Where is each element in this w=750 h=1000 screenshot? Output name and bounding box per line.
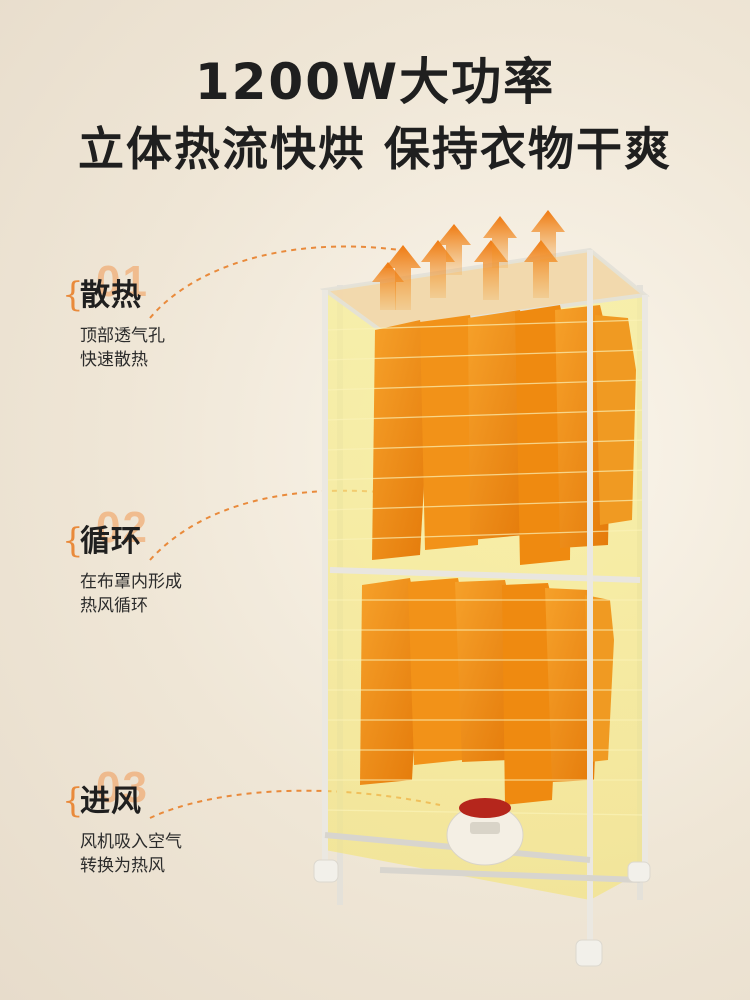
foot-right-back <box>627 861 651 883</box>
headline-tagline: 立体热流快烘 保持衣物干爽 <box>77 122 672 176</box>
feature-description: 风机吸入空气 转换为热风 <box>80 830 260 878</box>
upper-garments <box>372 305 636 565</box>
feature-title: 进风 <box>80 784 142 819</box>
feature-description: 在布罩内形成 热风循环 <box>80 570 260 618</box>
heater-unit <box>446 798 524 866</box>
feature-number: 01 <box>96 257 149 306</box>
brace-decoration: { <box>62 521 84 561</box>
feature-desc-line: 顶部透气孔 <box>80 326 165 346</box>
feature-desc-line: 转换为热风 <box>80 856 165 876</box>
feature-description: 顶部透气孔 快速散热 <box>80 324 260 372</box>
headline-power: 1200W大功率 <box>194 53 556 111</box>
callout-line-1 <box>149 245 401 319</box>
feature-number: 03 <box>96 763 149 812</box>
feature-number: 02 <box>96 503 149 552</box>
feature-desc-line: 快速散热 <box>80 350 148 370</box>
feature-title: 散热 <box>80 278 142 313</box>
feature-title: 循环 <box>80 524 142 559</box>
brace-decoration: { <box>62 275 84 315</box>
brace-decoration: { <box>62 781 84 821</box>
foot-left <box>313 859 339 883</box>
feature-desc-line: 热风循环 <box>80 596 148 616</box>
foot-right-front <box>575 939 603 967</box>
feature-desc-line: 在布罩内形成 <box>80 572 182 592</box>
heat-arrows <box>372 210 565 310</box>
feature-desc-line: 风机吸入空气 <box>80 832 182 852</box>
